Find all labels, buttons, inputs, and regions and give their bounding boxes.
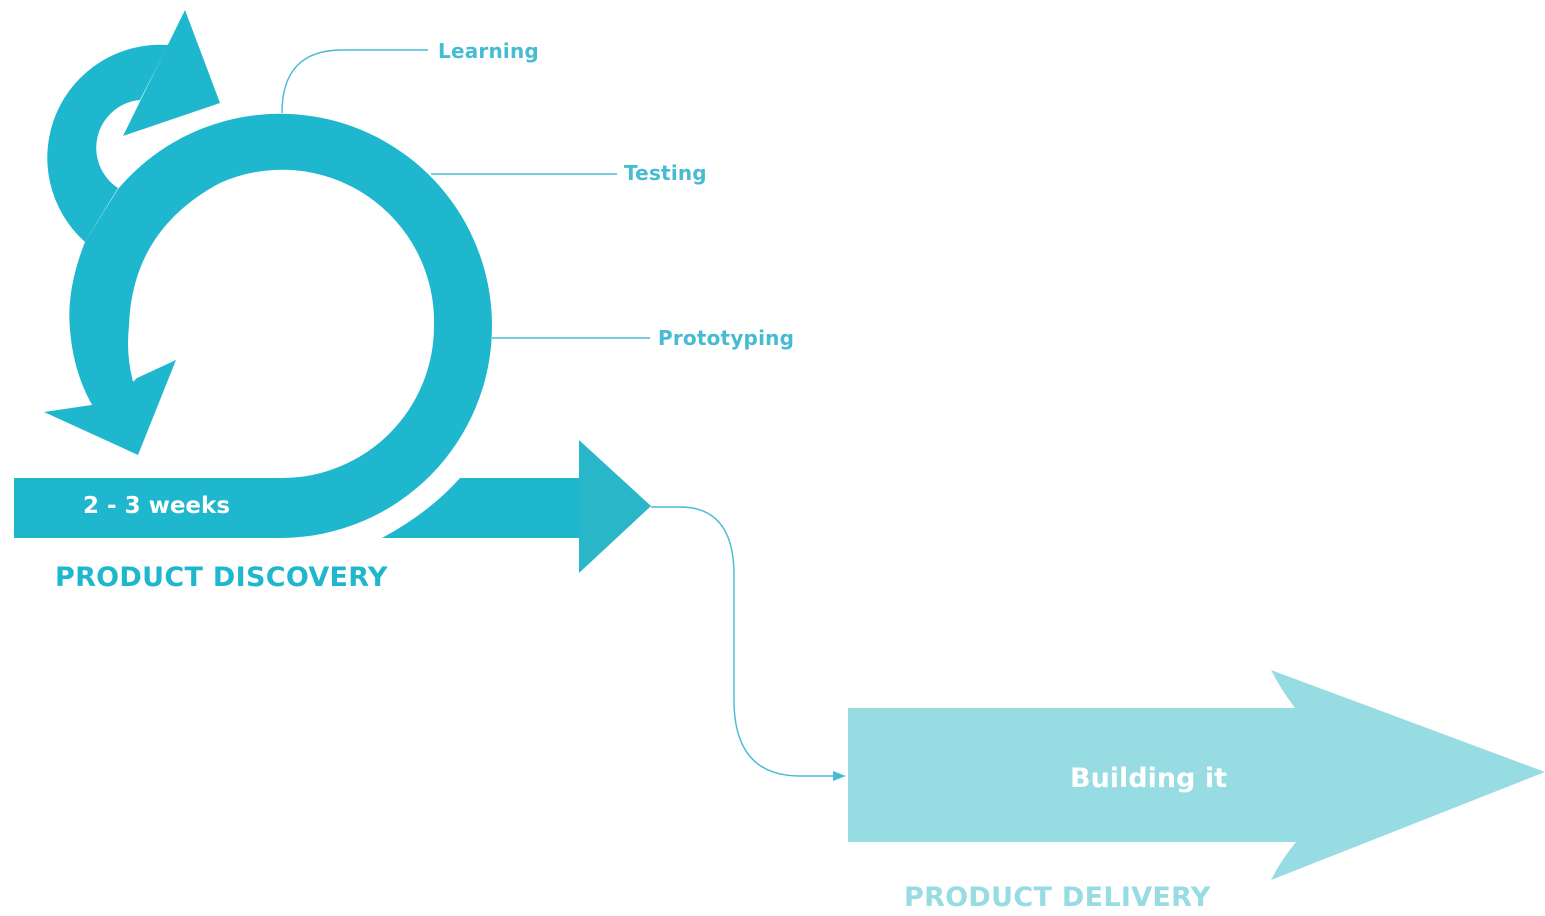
small-loop-band (47, 44, 168, 242)
leader-line-learning (281, 49, 428, 114)
discovery-cycle-arrowhead (44, 360, 176, 455)
step-label-learning: Learning (438, 39, 539, 63)
duration-label: 2 - 3 weeks (83, 493, 231, 519)
product-discovery-title: PRODUCT DISCOVERY (55, 562, 388, 593)
connector-arrowhead (833, 771, 846, 781)
discovery-exit-shaft (382, 478, 582, 538)
step-label-testing: Testing (624, 161, 707, 185)
discovery-to-delivery-connector (651, 506, 846, 781)
discovery-cycle (14, 113, 493, 539)
small-loop-arrowhead (123, 10, 220, 136)
step-label-prototyping: Prototyping (658, 326, 795, 350)
building-it-label: Building it (1070, 763, 1228, 794)
discovery-exit-arrowhead (579, 440, 651, 573)
delivery-arrow-shape (848, 670, 1545, 880)
discovery-cycle-band (14, 113, 493, 539)
small-loop-arrow (47, 10, 220, 242)
discovery-exit-arrow (382, 440, 651, 573)
step-leader-lines (281, 49, 650, 339)
connector-line (651, 506, 834, 777)
product-delivery-title: PRODUCT DELIVERY (904, 882, 1211, 913)
delivery-arrow (848, 670, 1545, 880)
